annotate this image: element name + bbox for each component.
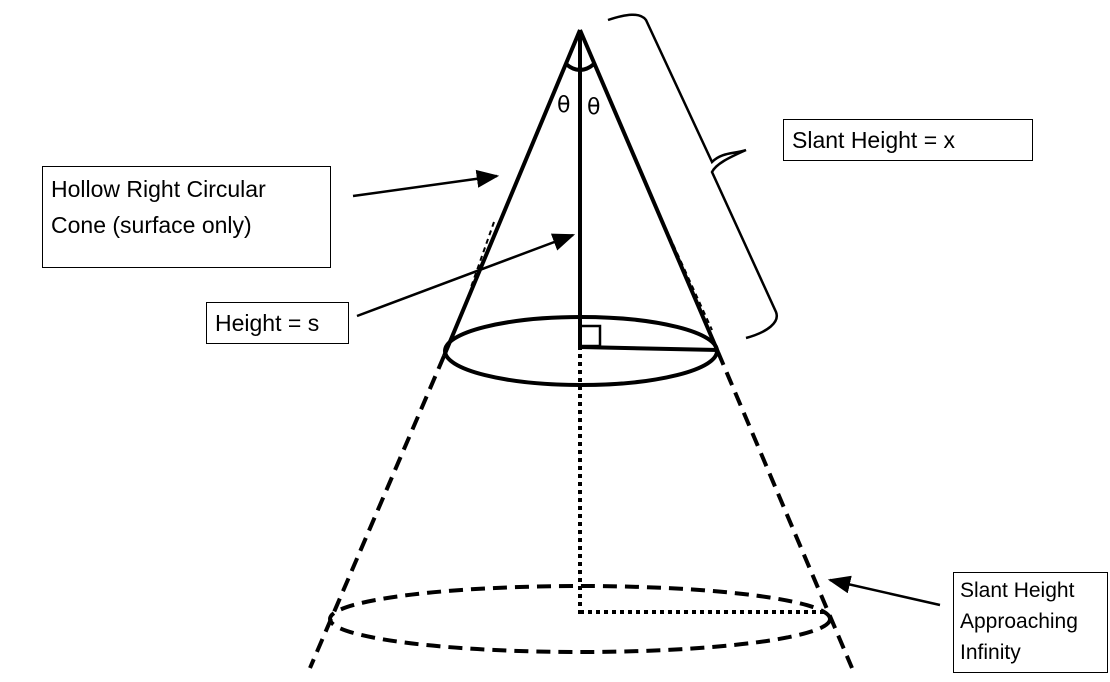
cone-label-line-1: Hollow Right Circular	[51, 176, 266, 202]
radius-line	[579, 345, 719, 352]
height-label-box: Height = s	[206, 302, 349, 344]
height-label-text: Height = s	[215, 310, 320, 336]
infinity-label-line-3: Infinity	[960, 641, 1021, 664]
large-base-ellipse	[328, 584, 832, 654]
cone-left-side	[442, 29, 582, 357]
slant-height-label-box: Slant Height = x	[783, 119, 1033, 161]
cone-right-extension	[716, 351, 854, 669]
cone-left-inner-dash	[469, 221, 495, 291]
theta-right-label: θ	[587, 95, 601, 120]
cone-right-side	[578, 29, 720, 353]
infinity-label-line-2: Approaching	[960, 610, 1078, 633]
height-label-arrow	[356, 233, 576, 318]
slant-height-brace	[607, 13, 778, 340]
cone-label-line-2: Cone (surface only)	[51, 212, 252, 238]
slant-height-label-text: Slant Height = x	[792, 127, 956, 153]
cone-label-arrow	[352, 169, 500, 198]
right-angle-marker	[578, 324, 602, 348]
infinity-label-line-1: Slant Height	[960, 579, 1075, 602]
cone-right-inner-dash	[661, 219, 713, 331]
infinity-label-arrow	[827, 575, 941, 607]
cone-label-box: Hollow Right Circular Cone (surface only…	[42, 166, 331, 268]
infinity-label-box: Slant Height Approaching Infinity	[953, 572, 1108, 673]
cone-left-extension	[308, 355, 446, 669]
theta-left-label: θ	[557, 93, 571, 118]
